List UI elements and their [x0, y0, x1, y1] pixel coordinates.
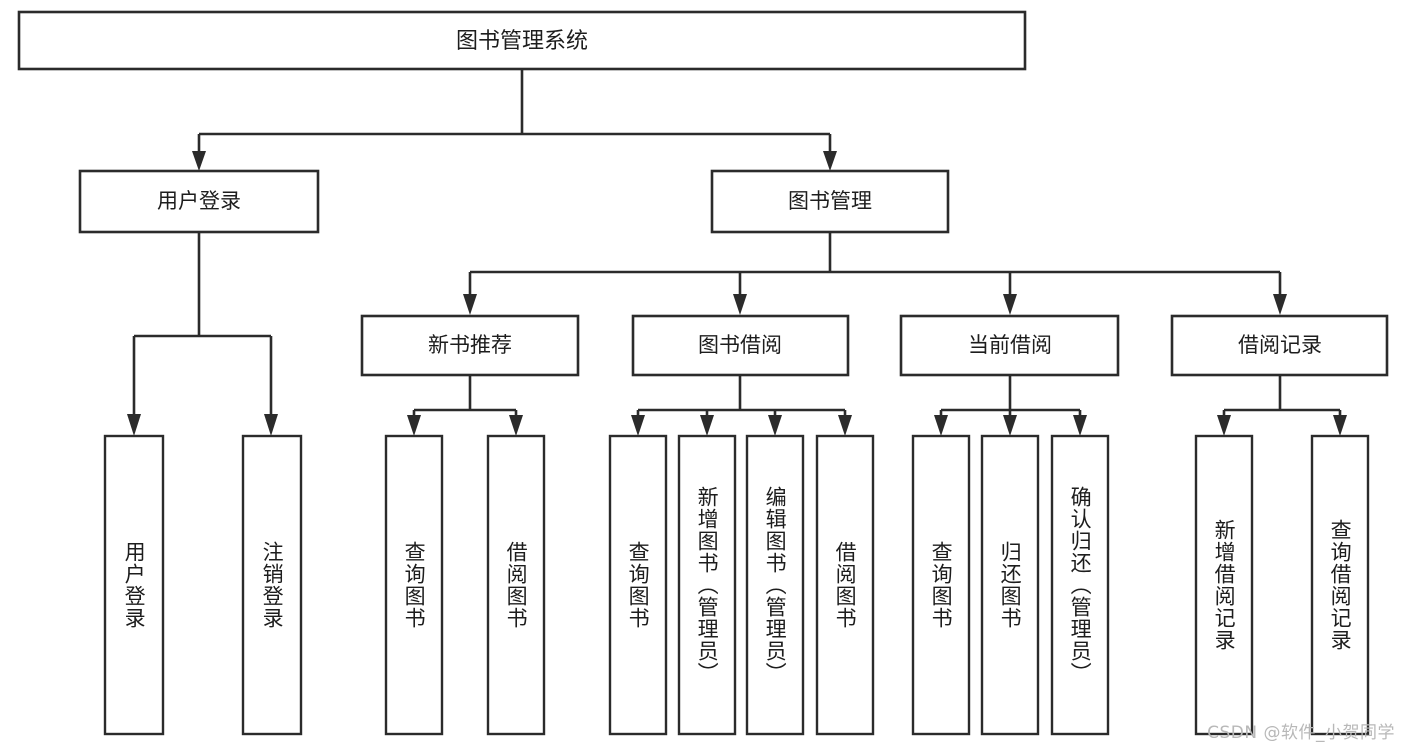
node-book-manage-box[interactable]: [710, 169, 950, 234]
node-borrow-record-label: 借阅记录: [1238, 333, 1322, 357]
node-borrow-record[interactable]: 借阅记录: [1170, 314, 1389, 377]
node-leaf-3-box[interactable]: [384, 434, 444, 736]
node-book-manage[interactable]: 图书管理: [710, 169, 950, 234]
arrowhead-leaf-8: [838, 415, 852, 436]
node-book-borrow-label: 图书借阅: [698, 333, 782, 357]
arrowhead-leaf-13: [1333, 415, 1347, 436]
arrowhead-borrow-record: [1273, 294, 1287, 315]
node-root[interactable]: 图书管理系统: [17, 10, 1027, 71]
arrowhead-leaf-11: [1073, 415, 1087, 436]
node-root-label: 图书管理系统: [456, 29, 588, 54]
arrowhead-leaf-5: [631, 415, 645, 436]
arrowhead-leaf-2: [264, 414, 278, 436]
node-leaf-2-box[interactable]: [241, 434, 303, 736]
node-leaf-11-box[interactable]: [1050, 434, 1110, 736]
arrowhead-leaf-12: [1217, 415, 1231, 436]
arrowhead-book-borrow: [733, 294, 747, 315]
csdn-watermark: CSDN @软件_小贺同学: [1207, 723, 1395, 743]
arrowhead-leaf-3: [407, 415, 421, 436]
node-current-borrow-box[interactable]: [899, 314, 1120, 377]
node-leaf-9-box[interactable]: [911, 434, 971, 736]
node-leaf-8-box[interactable]: [815, 434, 875, 736]
node-root-box[interactable]: [17, 10, 1027, 71]
arrowhead-user-login: [192, 151, 206, 171]
node-leaf-6-box[interactable]: [677, 434, 737, 736]
node-book-manage-label: 图书管理: [788, 189, 872, 213]
node-new-book-rec-box[interactable]: [360, 314, 580, 377]
node-leaf-1-box[interactable]: [103, 434, 165, 736]
node-user-login-box[interactable]: [78, 169, 320, 234]
node-book-borrow[interactable]: 图书借阅: [631, 314, 850, 377]
node-new-book-rec[interactable]: 新书推荐: [360, 314, 580, 377]
arrowhead-leaf-1: [127, 414, 141, 436]
node-user-login-label: 用户登录: [157, 189, 241, 213]
arrowhead-leaf-9: [934, 415, 948, 436]
node-leaf-7-box[interactable]: [745, 434, 805, 736]
arrowhead-leaf-7: [768, 415, 782, 436]
node-new-book-rec-label: 新书推荐: [428, 333, 512, 357]
node-book-borrow-box[interactable]: [631, 314, 850, 377]
arrowhead-leaf-4: [509, 415, 523, 436]
arrowhead-book-manage: [823, 151, 837, 171]
node-leaf-10-box[interactable]: [980, 434, 1040, 736]
node-user-login[interactable]: 用户登录: [78, 169, 320, 234]
node-leaf-12-box[interactable]: [1194, 434, 1254, 736]
arrowhead-leaf-6: [700, 415, 714, 436]
connector-layer: [127, 69, 1347, 436]
leaf-box-layer: [103, 434, 1370, 736]
node-current-borrow-label: 当前借阅: [968, 333, 1052, 357]
node-current-borrow[interactable]: 当前借阅: [899, 314, 1120, 377]
arrowhead-current-borrow: [1003, 294, 1017, 315]
arrowhead-leaf-10: [1003, 415, 1017, 436]
node-leaf-5-box[interactable]: [608, 434, 668, 736]
node-leaf-4-box[interactable]: [486, 434, 546, 736]
node-leaf-13-box[interactable]: [1310, 434, 1370, 736]
arrowhead-new-book-rec: [463, 294, 477, 315]
node-borrow-record-box[interactable]: [1170, 314, 1389, 377]
